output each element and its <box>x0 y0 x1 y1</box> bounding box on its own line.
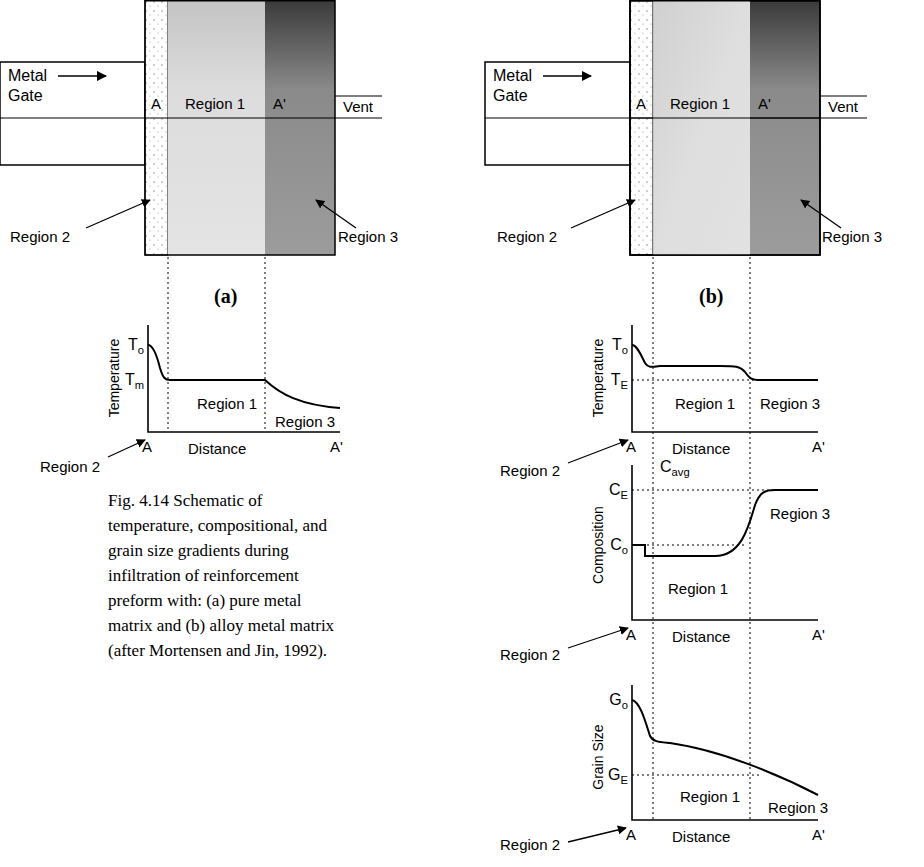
axis-title: Distance <box>188 440 246 457</box>
region-label: Region 3 <box>760 395 820 412</box>
axis-tick-label: To <box>612 336 628 354</box>
guide-line <box>168 257 169 432</box>
region-label: Region 2 <box>40 458 100 475</box>
leader-arrow <box>316 200 356 228</box>
axis-end-label: A <box>142 438 152 455</box>
region-label: Region 3 <box>770 505 830 522</box>
temperature-curve <box>632 345 818 380</box>
axis-title: Temperature <box>106 339 122 418</box>
guide-line <box>653 257 654 820</box>
region-label: Region 2 <box>500 646 560 663</box>
vent-label: Vent <box>828 98 858 115</box>
region-label: Region 1 <box>675 395 735 412</box>
section-line <box>145 117 335 118</box>
region-2-strip <box>145 0 168 255</box>
axes <box>632 465 818 620</box>
axis-tick-label: CE <box>609 481 628 499</box>
metal-gate-box: Metal Gate <box>485 62 630 165</box>
preform-outline <box>630 1 820 255</box>
region-label: Region 2 <box>10 228 70 245</box>
metal-gate-box: Metal Gate <box>0 62 145 165</box>
axis-title: Temperature <box>590 339 606 418</box>
region-1-band: Region 1 <box>168 0 265 255</box>
axis-tick-label: TE <box>611 371 628 389</box>
axis-tick-label: Cavg <box>660 458 690 476</box>
node-label: A' <box>273 94 286 114</box>
region-label: Region 2 <box>500 462 560 479</box>
axis-title: Distance <box>672 828 730 845</box>
axis-tick-label: Go <box>609 691 628 709</box>
vent-line <box>335 117 382 118</box>
guide-line <box>750 257 751 820</box>
leader-arrow <box>568 440 628 463</box>
axis-title: Distance <box>672 628 730 645</box>
axes <box>148 325 340 432</box>
region-label: Region 2 <box>500 836 560 853</box>
region-3-fill <box>265 0 335 255</box>
region-label: Region 3 <box>275 413 335 430</box>
axis-tick-label: To <box>128 336 144 354</box>
region-3-band: A' <box>750 0 820 255</box>
center-line <box>0 117 145 118</box>
axis-end-label: A' <box>812 626 825 643</box>
node-label: Metal Gate <box>8 66 64 106</box>
axis-end-label: A' <box>812 826 825 843</box>
reference-line <box>632 775 760 776</box>
node-label: A' <box>758 94 771 114</box>
grain-size-curve <box>632 700 818 795</box>
axes <box>632 325 818 432</box>
flow-arrow <box>58 75 106 77</box>
region-label: Region 3 <box>338 228 398 245</box>
panel-label: (a) <box>214 285 237 308</box>
node-label: Region 1 <box>185 94 245 114</box>
reference-line <box>632 545 745 546</box>
preform-schematic <box>0 0 382 255</box>
region-1-fill <box>653 0 750 255</box>
guide-line <box>265 257 266 432</box>
section-line <box>630 117 820 118</box>
axis-end-label: A' <box>812 438 825 455</box>
composition-curve <box>632 490 818 556</box>
node-label: A <box>636 94 646 114</box>
axis-tick-label: GE <box>608 766 628 784</box>
axis-end-label: A <box>626 826 636 843</box>
node-label: A <box>151 94 161 114</box>
leader-arrow <box>568 828 626 842</box>
region-2-band: A <box>145 0 168 255</box>
axis-end-label: A <box>626 438 636 455</box>
axis-title: Composition <box>590 506 606 584</box>
vent-line <box>335 95 382 96</box>
leader-arrow <box>108 440 145 457</box>
region-label: Region 3 <box>822 228 882 245</box>
boundary <box>653 0 654 255</box>
leader-arrow <box>568 628 628 648</box>
axis-end-label: A <box>626 626 636 643</box>
axis-title: Distance <box>672 440 730 457</box>
preform-schematic <box>485 0 867 255</box>
figure-caption: Fig. 4.14 Schematic of temperature, comp… <box>108 488 344 663</box>
region-1-fill <box>168 0 265 255</box>
axis-tick-label: Co <box>610 536 628 554</box>
preform-outline <box>145 1 335 255</box>
node-label: Metal Gate <box>493 66 549 106</box>
region-label: Region 3 <box>768 799 828 816</box>
region-1-band: Region 1 <box>653 0 750 255</box>
axis-end-label: A' <box>330 438 343 455</box>
vent-label: Vent <box>343 98 373 115</box>
region-2-band: A <box>630 0 653 255</box>
region-3-band: A' <box>265 0 335 255</box>
region-label: Region 2 <box>497 228 557 245</box>
panel-label: (b) <box>699 285 723 308</box>
region-label: Region 1 <box>668 580 728 597</box>
axis-title: Grain Size <box>590 724 606 789</box>
metal-gate <box>0 62 145 165</box>
axis-tick-label: Tm <box>125 371 144 389</box>
leader-arrow <box>86 200 150 228</box>
region-label: Region 1 <box>680 788 740 805</box>
node-label: Region 1 <box>670 94 730 114</box>
region-label: Region 1 <box>197 395 257 412</box>
